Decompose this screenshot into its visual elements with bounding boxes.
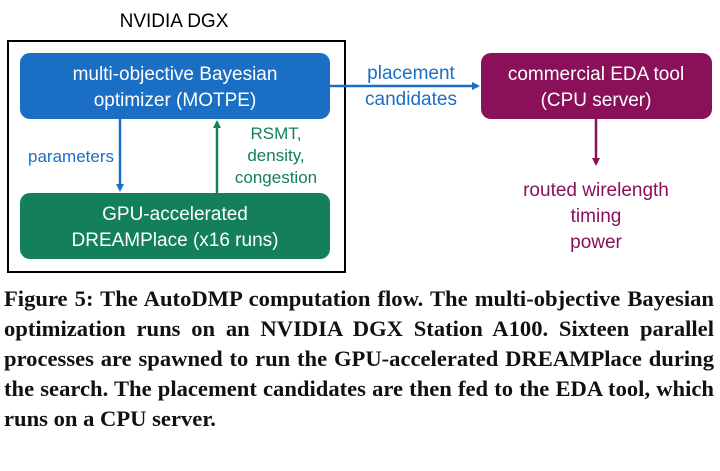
placement-label-line1: placement — [367, 63, 455, 84]
feedback-label-line1: RSMT, — [251, 124, 302, 143]
optimizer-box-line2: optimizer (MOTPE) — [94, 90, 257, 111]
optimizer-box — [20, 53, 330, 119]
dgx-container — [7, 40, 346, 273]
flow-diagram: NVIDIA DGX multi-objective Bayesian opti… — [7, 11, 712, 273]
container-label: NVIDIA DGX — [120, 11, 229, 32]
optimizer-box-line1: multi-objective Bayesian — [73, 64, 278, 85]
feedback-label-line3: congestion — [235, 168, 317, 187]
feedback-label-line2: density, — [247, 146, 304, 165]
output-power: power — [570, 232, 622, 253]
placement-label-line2: candidates — [365, 89, 457, 110]
figure-caption: Figure 5: The AutoDMP computation flow. … — [4, 286, 714, 431]
eda-box — [481, 53, 712, 119]
gpu-box — [20, 193, 330, 259]
gpu-box-line1: GPU-accelerated — [102, 204, 248, 225]
eda-box-line2: (CPU server) — [541, 90, 652, 111]
output-routed-wirelength: routed wirelength — [523, 180, 669, 201]
output-timing: timing — [571, 206, 622, 227]
eda-box-line1: commercial EDA tool — [508, 64, 684, 85]
parameters-label: parameters — [28, 147, 114, 166]
gpu-box-line2: DREAMPlace (x16 runs) — [72, 230, 279, 251]
